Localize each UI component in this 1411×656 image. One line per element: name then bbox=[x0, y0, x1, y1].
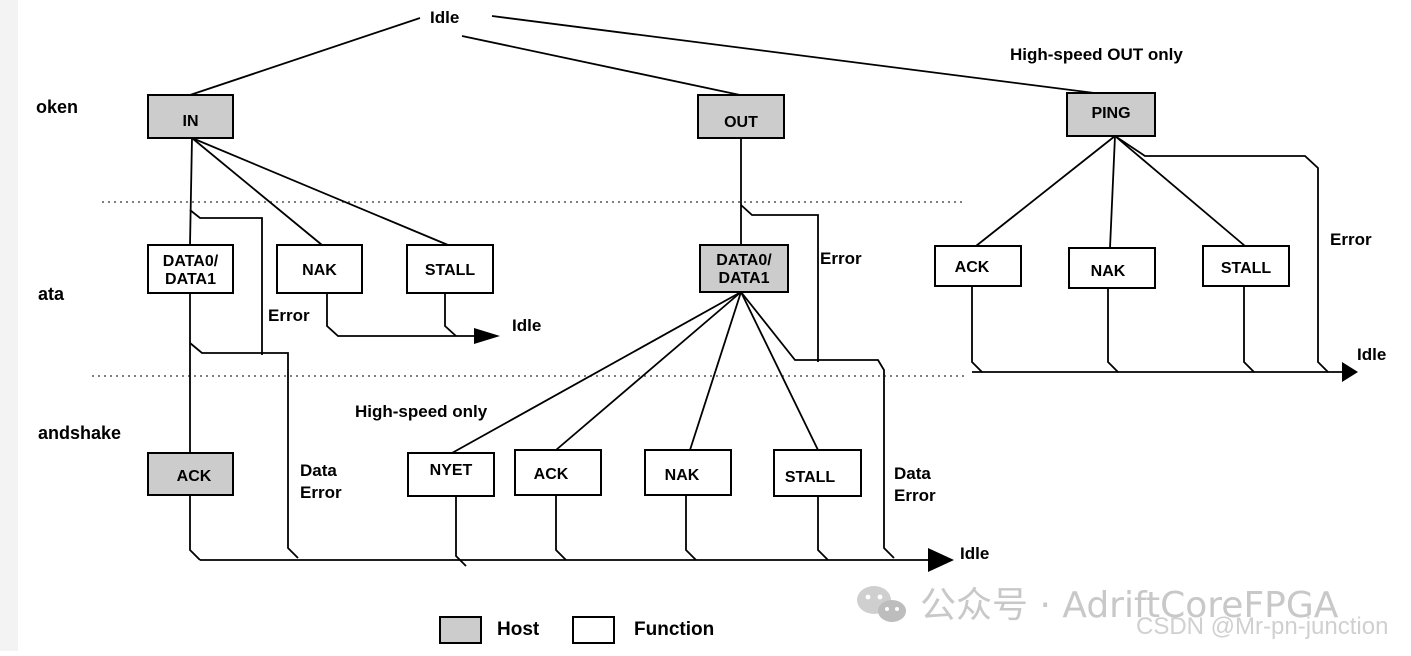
in-data-error-path bbox=[189, 342, 299, 559]
out-nak-label: NAK bbox=[665, 467, 700, 484]
in-token-label: IN bbox=[183, 113, 199, 130]
edge-ping-nak bbox=[1109, 135, 1116, 249]
edge-out-stall bbox=[740, 291, 819, 451]
in-error-label: Error bbox=[268, 306, 310, 325]
ping-nak-label: NAK bbox=[1091, 263, 1126, 280]
out-error-path bbox=[740, 204, 819, 362]
out-data-error-line2: Error bbox=[894, 486, 936, 505]
idle-label-in-data: Idle bbox=[512, 316, 541, 335]
wechat-icon bbox=[857, 586, 906, 622]
ping-token-label: PING bbox=[1091, 105, 1130, 122]
ping-error-path bbox=[1114, 135, 1329, 373]
idle-label-bottom: Idle bbox=[960, 544, 989, 563]
in-nak-label: NAK bbox=[302, 262, 337, 279]
idle-arrow-ping bbox=[1342, 362, 1358, 382]
ping-nak-box bbox=[1068, 247, 1156, 289]
out-stall-to-idle bbox=[817, 496, 829, 561]
edge-idle-in bbox=[189, 17, 421, 96]
out-data-line1: DATA0/ bbox=[716, 252, 772, 269]
legend-host-label: Host bbox=[497, 619, 540, 640]
idle-arrow-bottom bbox=[928, 548, 954, 572]
edge-idle-ping bbox=[491, 15, 1111, 96]
out-stall-label: STALL bbox=[785, 469, 836, 486]
edge-in-stall bbox=[191, 137, 449, 246]
legend-host-swatch bbox=[439, 616, 482, 644]
out-nyet-box bbox=[407, 452, 495, 497]
out-ack-label: ACK bbox=[534, 466, 569, 483]
edge-ping-stall bbox=[1114, 135, 1246, 247]
legend-function-label: Function bbox=[634, 619, 714, 640]
in-data-line1: DATA0/ bbox=[163, 253, 219, 270]
out-nyet-label: NYET bbox=[430, 462, 473, 479]
out-data-error-line1: Data bbox=[894, 464, 931, 483]
out-nak-box bbox=[644, 449, 732, 496]
in-error-path bbox=[189, 209, 263, 355]
edge-ping-ack bbox=[975, 135, 1116, 247]
in-data-error-line2: Error bbox=[300, 483, 342, 502]
idle-arrow-in-data bbox=[474, 328, 500, 344]
idle-label-ping: Idle bbox=[1357, 345, 1386, 364]
ping-ack-box bbox=[934, 245, 1022, 287]
row-label-data: ata bbox=[38, 284, 65, 304]
in-ack-label: ACK bbox=[177, 468, 212, 485]
edge-out-nyet bbox=[451, 291, 742, 454]
edge-in-nak bbox=[191, 137, 323, 246]
in-nak-box bbox=[276, 244, 363, 294]
ping-ack-to-idle bbox=[971, 286, 983, 373]
in-stall-box bbox=[406, 244, 494, 294]
edge-out-ack bbox=[555, 291, 742, 451]
in-stall-label: STALL bbox=[425, 262, 476, 279]
out-nak-to-idle bbox=[685, 495, 697, 561]
out-error-label: Error bbox=[820, 249, 862, 268]
in-nak-to-idle bbox=[326, 293, 490, 337]
high-speed-out-only-label: High-speed OUT only bbox=[1010, 45, 1183, 64]
out-ack-box bbox=[514, 449, 602, 496]
out-data-error-path bbox=[740, 291, 895, 559]
edge-out-nak bbox=[689, 291, 742, 451]
out-data-line2: DATA1 bbox=[719, 270, 770, 287]
edge-in-data bbox=[189, 137, 193, 246]
out-data-box bbox=[699, 244, 789, 293]
ping-ack-label: ACK bbox=[955, 259, 990, 276]
ping-stall-to-idle bbox=[1243, 286, 1255, 373]
ping-nak-to-idle bbox=[1107, 288, 1119, 373]
watermark-credit: CSDN @Mr-pn-junction bbox=[1136, 613, 1388, 640]
in-data-error-line1: Data bbox=[300, 461, 337, 480]
legend-function-swatch bbox=[572, 616, 615, 644]
left-margin bbox=[0, 0, 18, 651]
in-stall-to-idle bbox=[444, 293, 457, 337]
out-ack-to-idle bbox=[555, 495, 567, 561]
in-ack-to-idle bbox=[189, 495, 201, 561]
row-label-token: oken bbox=[36, 97, 78, 117]
out-token-label: OUT bbox=[724, 114, 758, 131]
ping-token-box bbox=[1066, 92, 1156, 137]
in-data-line2: DATA1 bbox=[165, 271, 216, 288]
watermark-text: 公众号 · AdriftCoreFPGA bbox=[920, 585, 1339, 626]
ping-error-label: Error bbox=[1330, 230, 1372, 249]
idle-top-label: Idle bbox=[430, 8, 459, 27]
edge-idle-out bbox=[461, 35, 741, 96]
in-token-box bbox=[147, 94, 234, 139]
out-nyet-to-idle bbox=[455, 496, 467, 567]
high-speed-only-label: High-speed only bbox=[355, 402, 488, 421]
ping-stall-box bbox=[1202, 245, 1290, 287]
ping-stall-label: STALL bbox=[1221, 260, 1272, 277]
in-ack-box bbox=[147, 452, 234, 496]
row-label-handshake: andshake bbox=[38, 423, 121, 443]
